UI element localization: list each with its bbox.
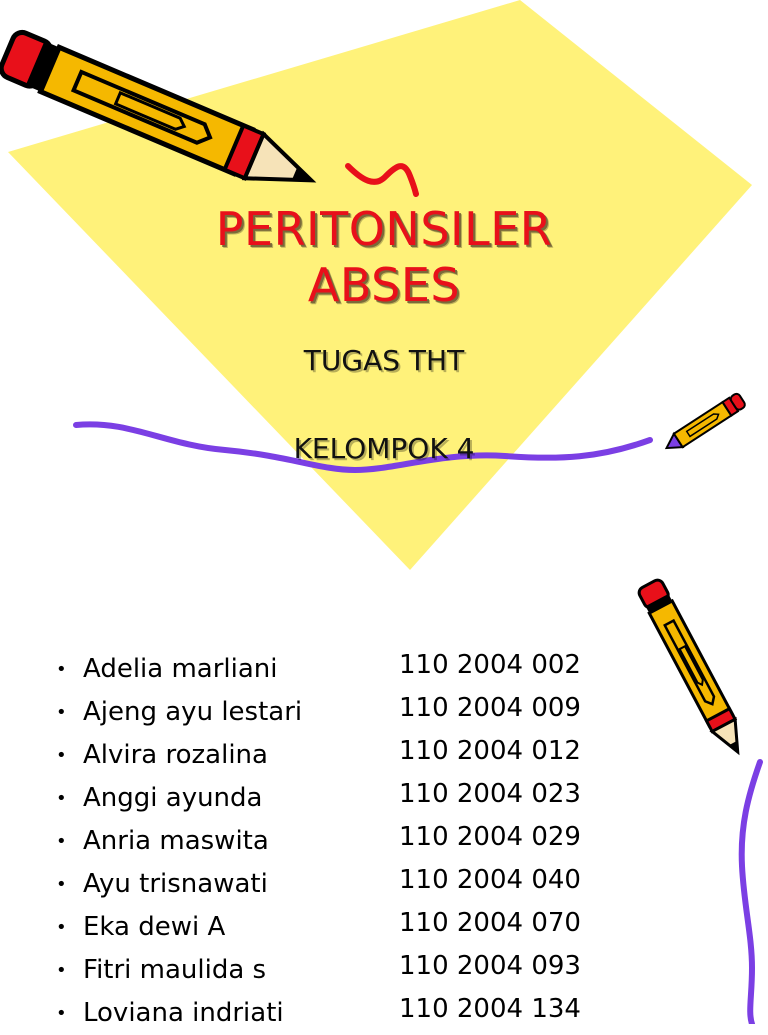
slide-title: ABSES [307, 258, 461, 312]
member-nim: 110 2004 070 [399, 908, 581, 938]
bullet-icon: • [56, 788, 67, 809]
bullet-icon: • [56, 960, 67, 981]
list-item: • Alvira rozalina 110 2004 012 [56, 734, 616, 777]
member-nim: 110 2004 023 [399, 779, 581, 809]
list-item: • Loviana indriati 110 2004 134 [56, 992, 616, 1035]
list-item: • Ayu trisnawati 110 2004 040 [56, 863, 616, 906]
member-nim: 110 2004 134 [399, 994, 581, 1024]
list-item: • Adelia marliani 110 2004 002 [56, 648, 616, 691]
red-squiggle [345, 163, 419, 197]
members-slide: • Adelia marliani 110 2004 002 • Ajeng ayu l… [0, 576, 768, 1028]
member-name: Eka dewi A [83, 912, 226, 942]
bullet-icon: • [56, 874, 67, 895]
member-name: Adelia marliani [83, 654, 278, 684]
bullet-icon: • [56, 917, 67, 938]
title-slide-artwork [0, 0, 752, 570]
list-item: • Anggi ayunda 110 2004 023 [56, 777, 616, 820]
member-name: Fitri maulida s [83, 955, 267, 985]
member-name: Loviana indriati [83, 998, 284, 1028]
member-nim: 110 2004 029 [399, 822, 581, 852]
squiggle-line [738, 759, 763, 1024]
pencil-icon [0, 29, 317, 183]
pencil-icon [664, 392, 746, 450]
member-name: Alvira rozalina [83, 740, 268, 770]
bullet-icon: • [56, 1003, 67, 1024]
pencil-icon [637, 578, 740, 756]
member-name: Anria maswita [83, 826, 269, 856]
list-item: • Anria maswita 110 2004 029 [56, 820, 616, 863]
slide-subtitle: TUGAS THT [303, 344, 465, 377]
squiggle-line [73, 421, 653, 474]
members-slide-artwork [637, 578, 763, 1024]
member-nim: 110 2004 012 [399, 736, 581, 766]
member-nim: 110 2004 093 [399, 951, 581, 981]
bullet-icon: • [56, 659, 67, 680]
member-name: Anggi ayunda [83, 783, 263, 813]
members-list: • Adelia marliani 110 2004 002 • Ajeng ayu l… [56, 648, 616, 1035]
slide-title: PERITONSILER [215, 202, 553, 256]
list-item: • Eka dewi A 110 2004 070 [56, 906, 616, 949]
member-nim: 110 2004 040 [399, 865, 581, 895]
list-item: • Ajeng ayu lestari 110 2004 009 [56, 691, 616, 734]
bullet-icon: • [56, 831, 67, 852]
bullet-icon: • [56, 702, 67, 723]
bullet-icon: • [56, 745, 67, 766]
member-nim: 110 2004 002 [399, 650, 581, 680]
slide-subtitle: KELOMPOK 4 [293, 432, 475, 465]
member-name: Ayu trisnawati [83, 869, 268, 899]
list-item: • Fitri maulida s 110 2004 093 [56, 949, 616, 992]
member-nim: 110 2004 009 [399, 693, 581, 723]
member-name: Ajeng ayu lestari [83, 697, 303, 727]
title-slide: PERITONSILER ABSES TUGAS THT KELOMPOK 4 [0, 0, 752, 570]
